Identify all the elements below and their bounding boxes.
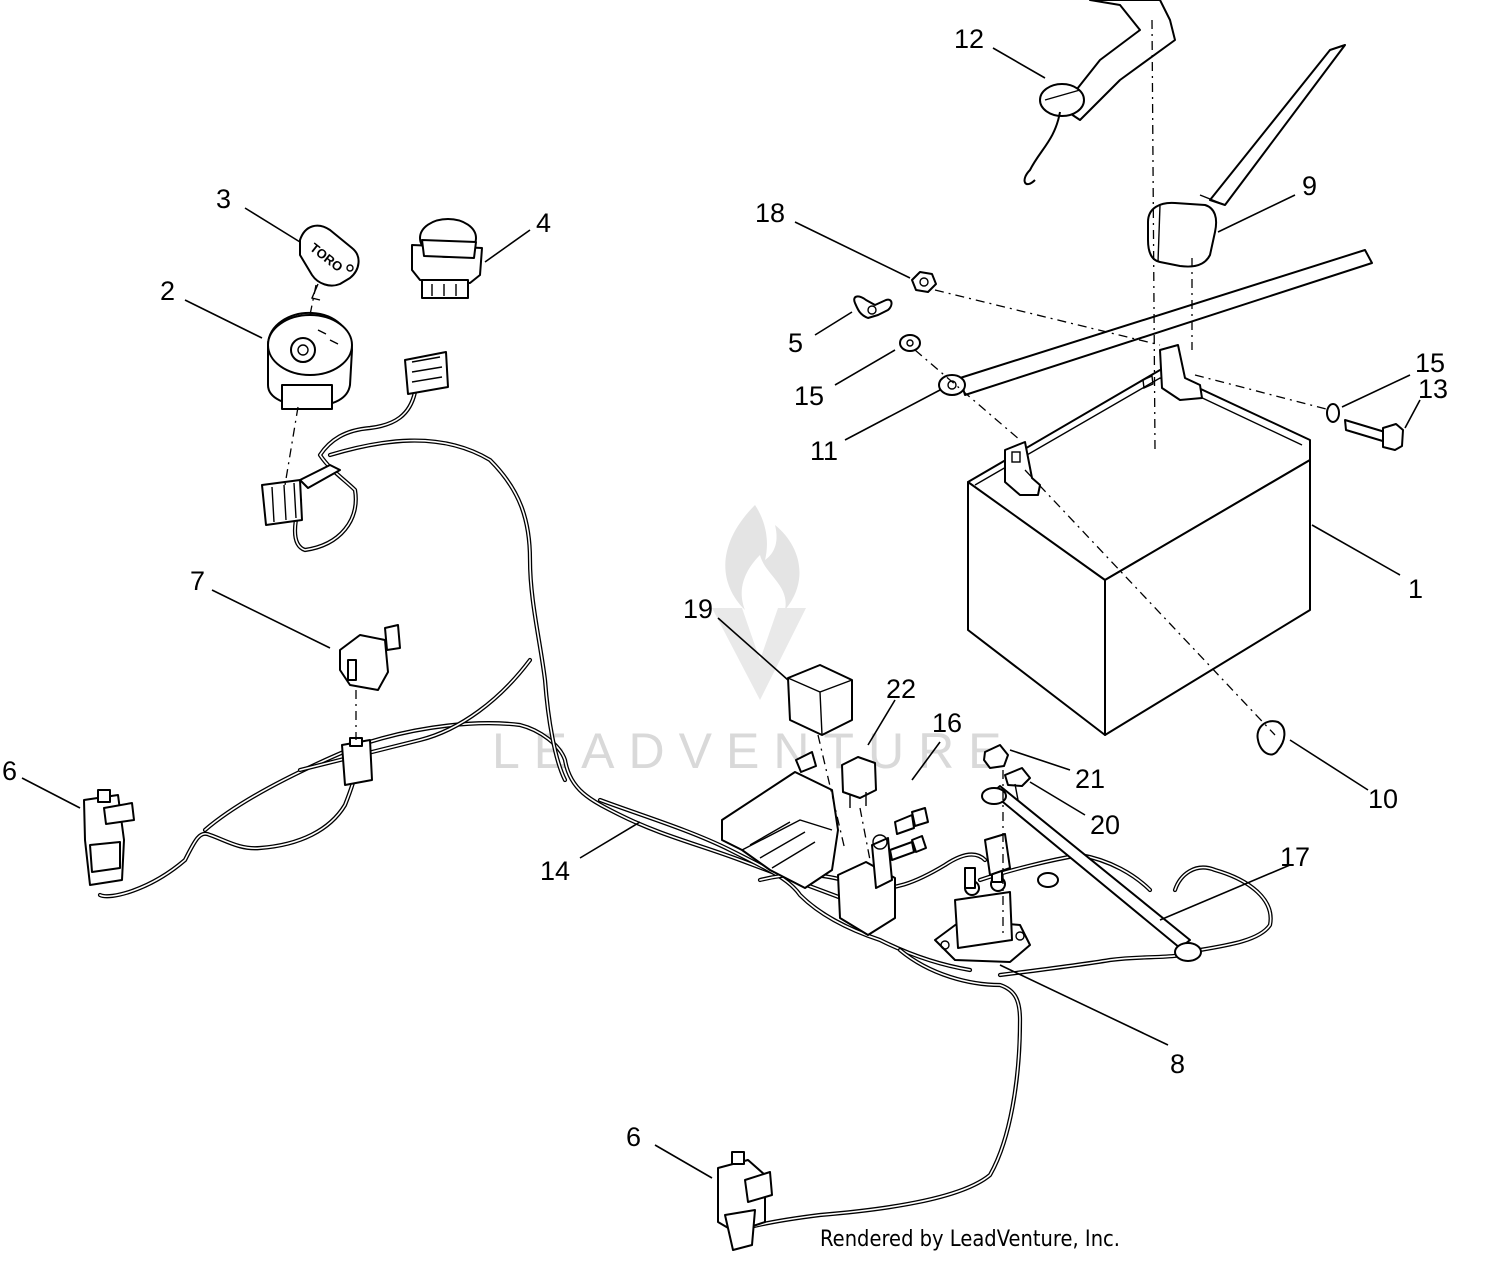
watermark-text: LEADVENTURE (492, 723, 1016, 779)
seat-switch (339, 624, 401, 691)
ignition-key: TORO (299, 224, 360, 301)
ignition-switch (267, 311, 353, 410)
washer-15-left (899, 334, 921, 352)
callout-4: 4 (536, 208, 551, 238)
pto-switch (411, 218, 483, 299)
screw-20 (1004, 767, 1031, 787)
switch-connector-block (404, 351, 449, 395)
callout-15-left: 15 (794, 381, 824, 411)
bolt-13 (1344, 419, 1387, 443)
callout-labels: 12 9 3 4 2 18 5 15 15 13 11 1 7 19 22 16… (2, 24, 1448, 1152)
battery-cable-negative (938, 249, 1373, 396)
ignition-harness-connector (261, 464, 341, 526)
callout-22: 22 (886, 674, 916, 704)
ground-cable (981, 785, 1202, 962)
seat-switch-harness-connector (341, 737, 373, 786)
callout-15-right: 15 (1415, 348, 1445, 378)
callout-14: 14 (540, 856, 570, 886)
footer-credit: Rendered by LeadVenture, Inc. (820, 1227, 1120, 1252)
callout-10: 10 (1368, 784, 1398, 814)
callout-11: 11 (810, 436, 838, 466)
interlock-switch-bottom (717, 1151, 773, 1251)
wire-harness (97, 389, 1273, 1233)
interlock-switch-left (83, 789, 135, 886)
fuse-holder-module (837, 834, 896, 936)
callout-13: 13 (1418, 374, 1448, 404)
callout-9: 9 (1302, 171, 1317, 201)
washer-15-right (1326, 403, 1340, 423)
assembly-lines (284, 19, 1331, 935)
battery-cable-positive (1147, 44, 1346, 268)
callout-8: 8 (1170, 1049, 1185, 1079)
callout-21: 21 (1075, 764, 1105, 794)
fuse (841, 756, 877, 808)
callout-1: 1 (1408, 574, 1423, 604)
mounting-bracket (721, 771, 839, 889)
nut-18 (911, 271, 937, 293)
bolts-16 (795, 751, 929, 861)
callout-7: 7 (190, 566, 205, 596)
nut-21 (983, 744, 1009, 769)
hardware-small (853, 271, 1404, 756)
leader-lines (21, 47, 1421, 1179)
callout-6-left: 6 (2, 756, 17, 786)
callout-18: 18 (755, 198, 785, 228)
battery (967, 344, 1311, 736)
starter-solenoid (934, 833, 1031, 963)
wing-nut-5 (853, 295, 893, 319)
callout-2: 2 (160, 276, 175, 306)
callout-16: 16 (932, 708, 962, 738)
relay (787, 664, 853, 736)
callout-5: 5 (788, 328, 803, 358)
callout-17: 17 (1280, 842, 1310, 872)
watermark-v-icon (712, 608, 806, 700)
callout-20: 20 (1090, 810, 1120, 840)
hardware-20-21 (983, 744, 1031, 801)
callout-3: 3 (216, 184, 231, 214)
watermark-flame-icon (725, 505, 800, 610)
watermark: LEADVENTURE (492, 505, 1016, 779)
callout-19: 19 (683, 594, 713, 624)
callout-6-bottom: 6 (626, 1122, 641, 1152)
battery-strap-hook (1023, 0, 1176, 186)
cap-10 (1256, 720, 1286, 756)
callout-12: 12 (954, 24, 984, 54)
